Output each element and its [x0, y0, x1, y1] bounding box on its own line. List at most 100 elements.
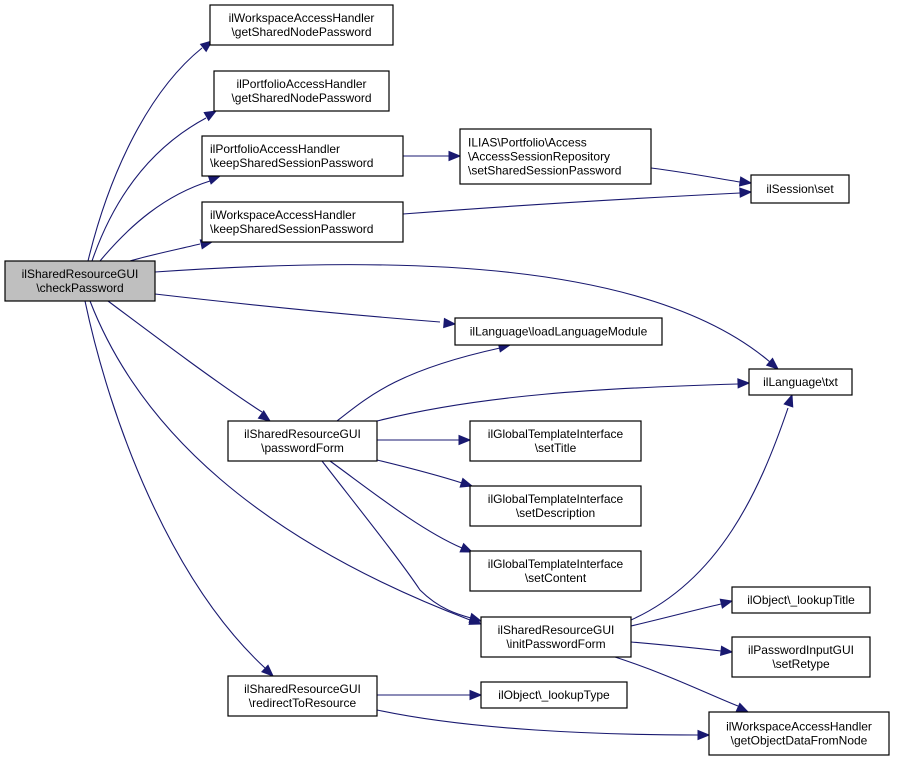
- node-label-line: \AccessSessionRepository: [468, 150, 610, 164]
- edge-line: [129, 243, 201, 262]
- arrow-head-icon: [458, 434, 472, 446]
- node-box: [454, 317, 663, 346]
- node-initpw[interactable]: ilSharedResourceGUI\initPasswordForm: [480, 616, 632, 658]
- node-label-line: ilSharedResourceGUI: [244, 427, 361, 441]
- edge-pwform-to-txt: [376, 378, 751, 422]
- edge-line: [89, 300, 471, 621]
- arrow-head-icon: [199, 40, 214, 53]
- node-label-line: \getSharedNodePassword: [231, 25, 371, 39]
- arrow-head-icon: [207, 174, 222, 185]
- node-setdesc[interactable]: ilGlobalTemplateInterface\setDescription: [469, 485, 642, 527]
- edge-repo-to-session: [650, 167, 753, 187]
- arrow-head-icon: [459, 477, 474, 488]
- edge-initpw-to-txt: [630, 393, 794, 621]
- node-check[interactable]: ilSharedResourceGUI\checkPassword: [4, 260, 156, 302]
- edge-check-to-pwform: [107, 300, 272, 422]
- edge-line: [376, 709, 699, 736]
- node-label-line: ilLanguage\loadLanguageModule: [470, 325, 648, 339]
- node-getobj[interactable]: ilWorkspaceAccessHandler\getObjectDataFr…: [708, 711, 890, 756]
- arrow-head-icon: [720, 645, 734, 656]
- node-session[interactable]: ilSession\set: [750, 174, 850, 204]
- node-box: [459, 128, 652, 185]
- node-loadlang[interactable]: ilLanguage\loadLanguageModule: [454, 317, 663, 346]
- node-box: [731, 636, 871, 678]
- edge-line: [154, 293, 441, 323]
- node-box: [469, 485, 642, 527]
- node-label-line: \keepSharedSessionPassword: [210, 156, 373, 170]
- edge-check-to-loadlang: [154, 293, 457, 329]
- arrow-head-icon: [203, 110, 218, 122]
- node-label-line: ilSharedResourceGUI: [244, 682, 361, 696]
- node-label-line: ilObject\_lookupTitle: [747, 593, 855, 607]
- edge-redirect-to-lookuptype: [377, 689, 483, 701]
- node-label-line: ilWorkspaceAccessHandler: [210, 208, 356, 222]
- node-label-line: \setDescription: [516, 506, 595, 520]
- arrow-head-icon: [443, 317, 457, 329]
- node-box: [750, 174, 850, 204]
- node-txt[interactable]: ilLanguage\txt: [748, 368, 853, 396]
- node-label-line: ilPortfolioAccessHandler: [210, 142, 340, 156]
- node-box: [227, 420, 378, 462]
- node-label-line: \initPasswordForm: [506, 637, 605, 651]
- node-box: [748, 368, 853, 396]
- arrow-head-icon: [697, 729, 711, 741]
- node-label-line: ilSession\set: [766, 182, 834, 196]
- node-ws-getpw[interactable]: ilWorkspaceAccessHandler\getSharedNodePa…: [209, 4, 394, 46]
- node-label-line: ilGlobalTemplateInterface: [488, 427, 624, 441]
- node-redirect[interactable]: ilSharedResourceGUI\redirectToResource: [227, 675, 378, 717]
- node-box: [201, 135, 404, 177]
- node-box: [469, 550, 642, 592]
- edge-pf_keep-to-repo: [402, 150, 462, 162]
- node-label-line: \getSharedNodePassword: [231, 91, 371, 105]
- nodes-layer: ilSharedResourceGUI\checkPasswordilWorks…: [4, 4, 890, 756]
- node-label-line: ilWorkspaceAccessHandler: [229, 11, 375, 25]
- edge-line: [630, 641, 722, 652]
- edge-line: [376, 383, 739, 422]
- node-label-line: \redirectToResource: [249, 696, 357, 710]
- edge-line: [91, 117, 207, 262]
- arrow-head-icon: [735, 702, 750, 713]
- edge-ws_keep-to-session: [402, 187, 753, 215]
- node-pwform[interactable]: ilSharedResourceGUI\passwordForm: [227, 420, 378, 462]
- node-box: [201, 201, 404, 243]
- arrow-head-icon: [469, 689, 483, 701]
- node-label-line: \setContent: [525, 571, 587, 585]
- edge-line: [107, 300, 263, 413]
- edge-check-to-redirect: [84, 300, 274, 677]
- edge-line: [630, 407, 789, 621]
- arrow-head-icon: [737, 378, 751, 389]
- node-ws-keep[interactable]: ilWorkspaceAccessHandler\keepSharedSessi…: [201, 201, 404, 243]
- arrow-head-icon: [468, 612, 483, 623]
- edge-line: [99, 180, 211, 262]
- node-label-line: \setRetype: [772, 657, 830, 671]
- edge-line: [154, 263, 771, 363]
- edge-pwform-to-setcontent: [329, 460, 474, 553]
- node-label-line: ilSharedResourceGUI: [22, 267, 139, 281]
- node-retype[interactable]: ilPasswordInputGUI\setRetype: [731, 636, 871, 678]
- node-lookuptype[interactable]: ilObject\_lookupType: [480, 681, 628, 709]
- arrow-head-icon: [739, 187, 753, 198]
- edge-pwform-to-setdesc: [376, 459, 474, 488]
- node-pf-getpw[interactable]: ilPortfolioAccessHandler\getSharedNodePa…: [213, 70, 390, 112]
- node-repo[interactable]: ILIAS\Portfolio\Access\AccessSessionRepo…: [459, 128, 652, 185]
- node-label-line: ilLanguage\txt: [763, 375, 838, 389]
- edge-check-to-ws_keep: [129, 239, 214, 262]
- edge-pwform-to-settitle: [377, 434, 472, 446]
- edge-line: [321, 460, 472, 619]
- edge-initpw-to-lookuptitle: [630, 598, 734, 627]
- edge-check-to-initpw: [89, 300, 483, 625]
- node-label-line: ilGlobalTemplateInterface: [488, 557, 624, 571]
- node-lookuptitle[interactable]: ilObject\_lookupTitle: [731, 586, 871, 614]
- edge-line: [402, 192, 741, 215]
- node-box: [731, 586, 871, 614]
- node-label-line: \checkPassword: [36, 281, 123, 295]
- node-setcontent[interactable]: ilGlobalTemplateInterface\setContent: [469, 550, 642, 592]
- node-label-line: \passwordForm: [261, 441, 344, 455]
- edge-line: [84, 300, 266, 669]
- node-settitle[interactable]: ilGlobalTemplateInterface\setTitle: [469, 420, 642, 462]
- node-label-line: ILIAS\Portfolio\Access: [468, 136, 587, 150]
- node-pf-keep[interactable]: ilPortfolioAccessHandler\keepSharedSessi…: [201, 135, 404, 177]
- arrow-head-icon: [783, 393, 794, 408]
- edge-line: [630, 603, 722, 627]
